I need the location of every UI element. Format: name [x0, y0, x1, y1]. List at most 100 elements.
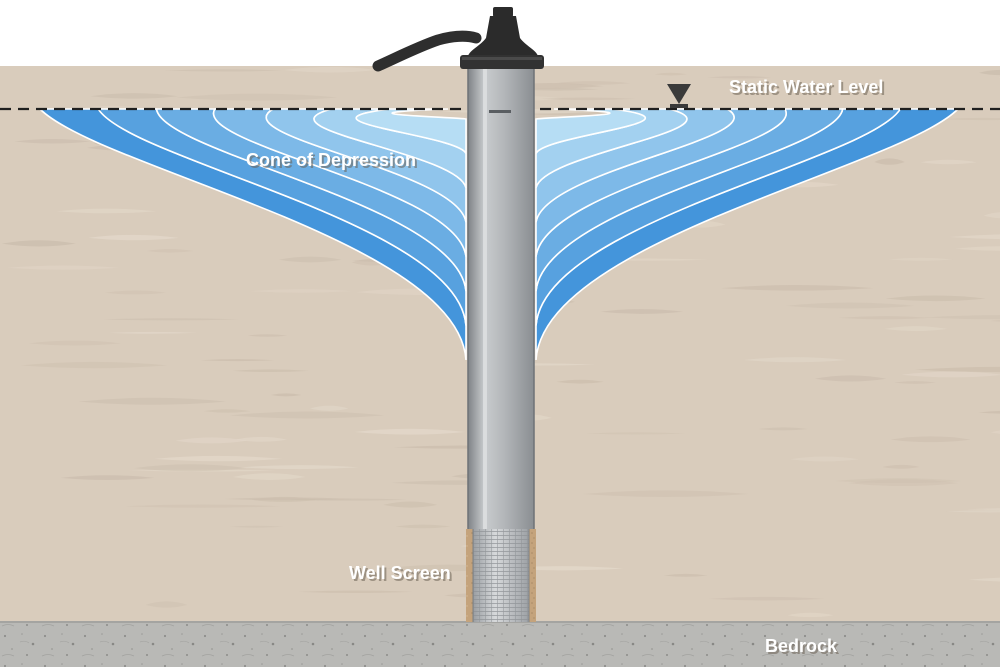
soil-streak — [884, 326, 948, 332]
soil-streak — [309, 405, 349, 411]
soil-streak — [88, 234, 179, 241]
soil-streak — [556, 379, 604, 384]
soil-streak — [586, 432, 686, 435]
well-screen-label: Well Screen Well Screen — [349, 563, 453, 585]
soil-streak — [395, 524, 451, 529]
soil-streak — [383, 501, 438, 508]
soil-streak — [354, 428, 466, 435]
cone-of-depression-right — [535, 108, 960, 361]
soil-streak — [235, 436, 288, 442]
svg-text:Well Screen: Well Screen — [349, 563, 451, 583]
soil-streak — [968, 577, 1000, 582]
soil-streak — [814, 375, 887, 382]
soil-streak — [663, 573, 708, 577]
soil-streak — [147, 249, 193, 253]
discharge-pipe-icon — [372, 30, 482, 72]
soil-streak — [920, 159, 977, 165]
soil-streak — [708, 596, 825, 601]
soil-streak — [203, 409, 251, 413]
soil-streak — [965, 508, 1000, 511]
soil-streak — [56, 208, 157, 214]
soil-streak — [60, 475, 155, 480]
soil-streak — [885, 295, 986, 302]
soil-streak — [145, 601, 188, 608]
bedrock-label: Bedrock Bedrock — [765, 636, 840, 658]
water-level-marker-icon — [667, 84, 691, 108]
soil-streak — [943, 117, 1000, 121]
soil-streak — [882, 464, 920, 469]
soil-streak — [901, 371, 1000, 378]
svg-text:Static Water Level: Static Water Level — [731, 79, 885, 99]
soil-streak — [979, 69, 1000, 76]
soil-streak — [232, 473, 306, 480]
soil-streak — [600, 309, 684, 314]
soil-streak — [175, 437, 247, 444]
cone-of-depression-label: Cone of Depression Cone of Depression — [246, 150, 418, 172]
soil-streak — [894, 381, 937, 384]
soil-streak — [787, 612, 834, 618]
static-water-level-label: Static Water Level Static Water Level — [729, 77, 885, 99]
cone-band — [355, 108, 467, 154]
soil-streak — [914, 366, 1000, 373]
soil-streak — [134, 464, 247, 472]
soil-streak — [298, 590, 413, 594]
cone-band — [535, 108, 647, 154]
soil-streak — [955, 246, 1000, 251]
soil-streak — [848, 479, 959, 487]
soil-streak — [758, 427, 808, 431]
soil-streak — [990, 430, 1000, 434]
soil-streak — [582, 490, 749, 497]
soil-streak — [78, 397, 227, 405]
cone-of-depression-left — [38, 108, 467, 361]
soil-streak — [743, 357, 847, 363]
soil-streak — [90, 93, 178, 99]
soil-streak — [890, 436, 971, 443]
soil-streak — [127, 469, 277, 472]
soil-streak — [786, 302, 915, 309]
soil-streak — [250, 289, 353, 293]
well-screen — [466, 529, 536, 622]
svg-text:Cone of Depression: Cone of Depression — [248, 152, 418, 172]
soil-streak — [924, 315, 1000, 320]
soil-streak — [990, 320, 1000, 322]
soil-streak — [949, 234, 1000, 240]
soil-streak — [176, 93, 338, 101]
soil-streak — [247, 334, 288, 337]
soil-streak — [835, 478, 962, 484]
soil-streak — [874, 158, 905, 165]
soil-streak — [7, 265, 120, 270]
soil-streak — [200, 359, 275, 362]
svg-text:Bedrock: Bedrock — [767, 638, 840, 658]
soil-streak — [978, 410, 1000, 414]
pump-cap-icon — [460, 7, 544, 69]
soil-streak — [21, 361, 168, 369]
soil-streak — [279, 256, 342, 263]
svg-text:Bedrock: Bedrock — [765, 636, 838, 656]
soil-streak — [232, 369, 309, 373]
soil-streak — [721, 284, 874, 291]
soil-streak — [125, 504, 281, 508]
soil-streak — [838, 316, 930, 320]
svg-text:Static Water Level: Static Water Level — [729, 77, 883, 97]
soil-streak — [654, 72, 687, 76]
soil-streak — [790, 456, 859, 462]
svg-text:Well Screen: Well Screen — [351, 565, 453, 585]
soil-streak — [1, 240, 76, 247]
soil-streak — [154, 455, 283, 462]
soil-streak — [103, 318, 240, 321]
soil-streak — [229, 525, 284, 528]
soil-streak — [224, 497, 352, 501]
bedrock-layer — [0, 621, 1000, 667]
soil-streak — [229, 411, 385, 419]
soil-streak — [109, 331, 198, 334]
soil-streak — [540, 97, 636, 101]
soil-streak — [28, 340, 121, 346]
soil-streak — [240, 465, 359, 470]
soil-streak — [270, 393, 302, 397]
soil-streak — [14, 138, 91, 144]
soil-streak — [888, 257, 954, 261]
soil-streak — [104, 290, 167, 295]
soil-streak — [983, 212, 1000, 219]
